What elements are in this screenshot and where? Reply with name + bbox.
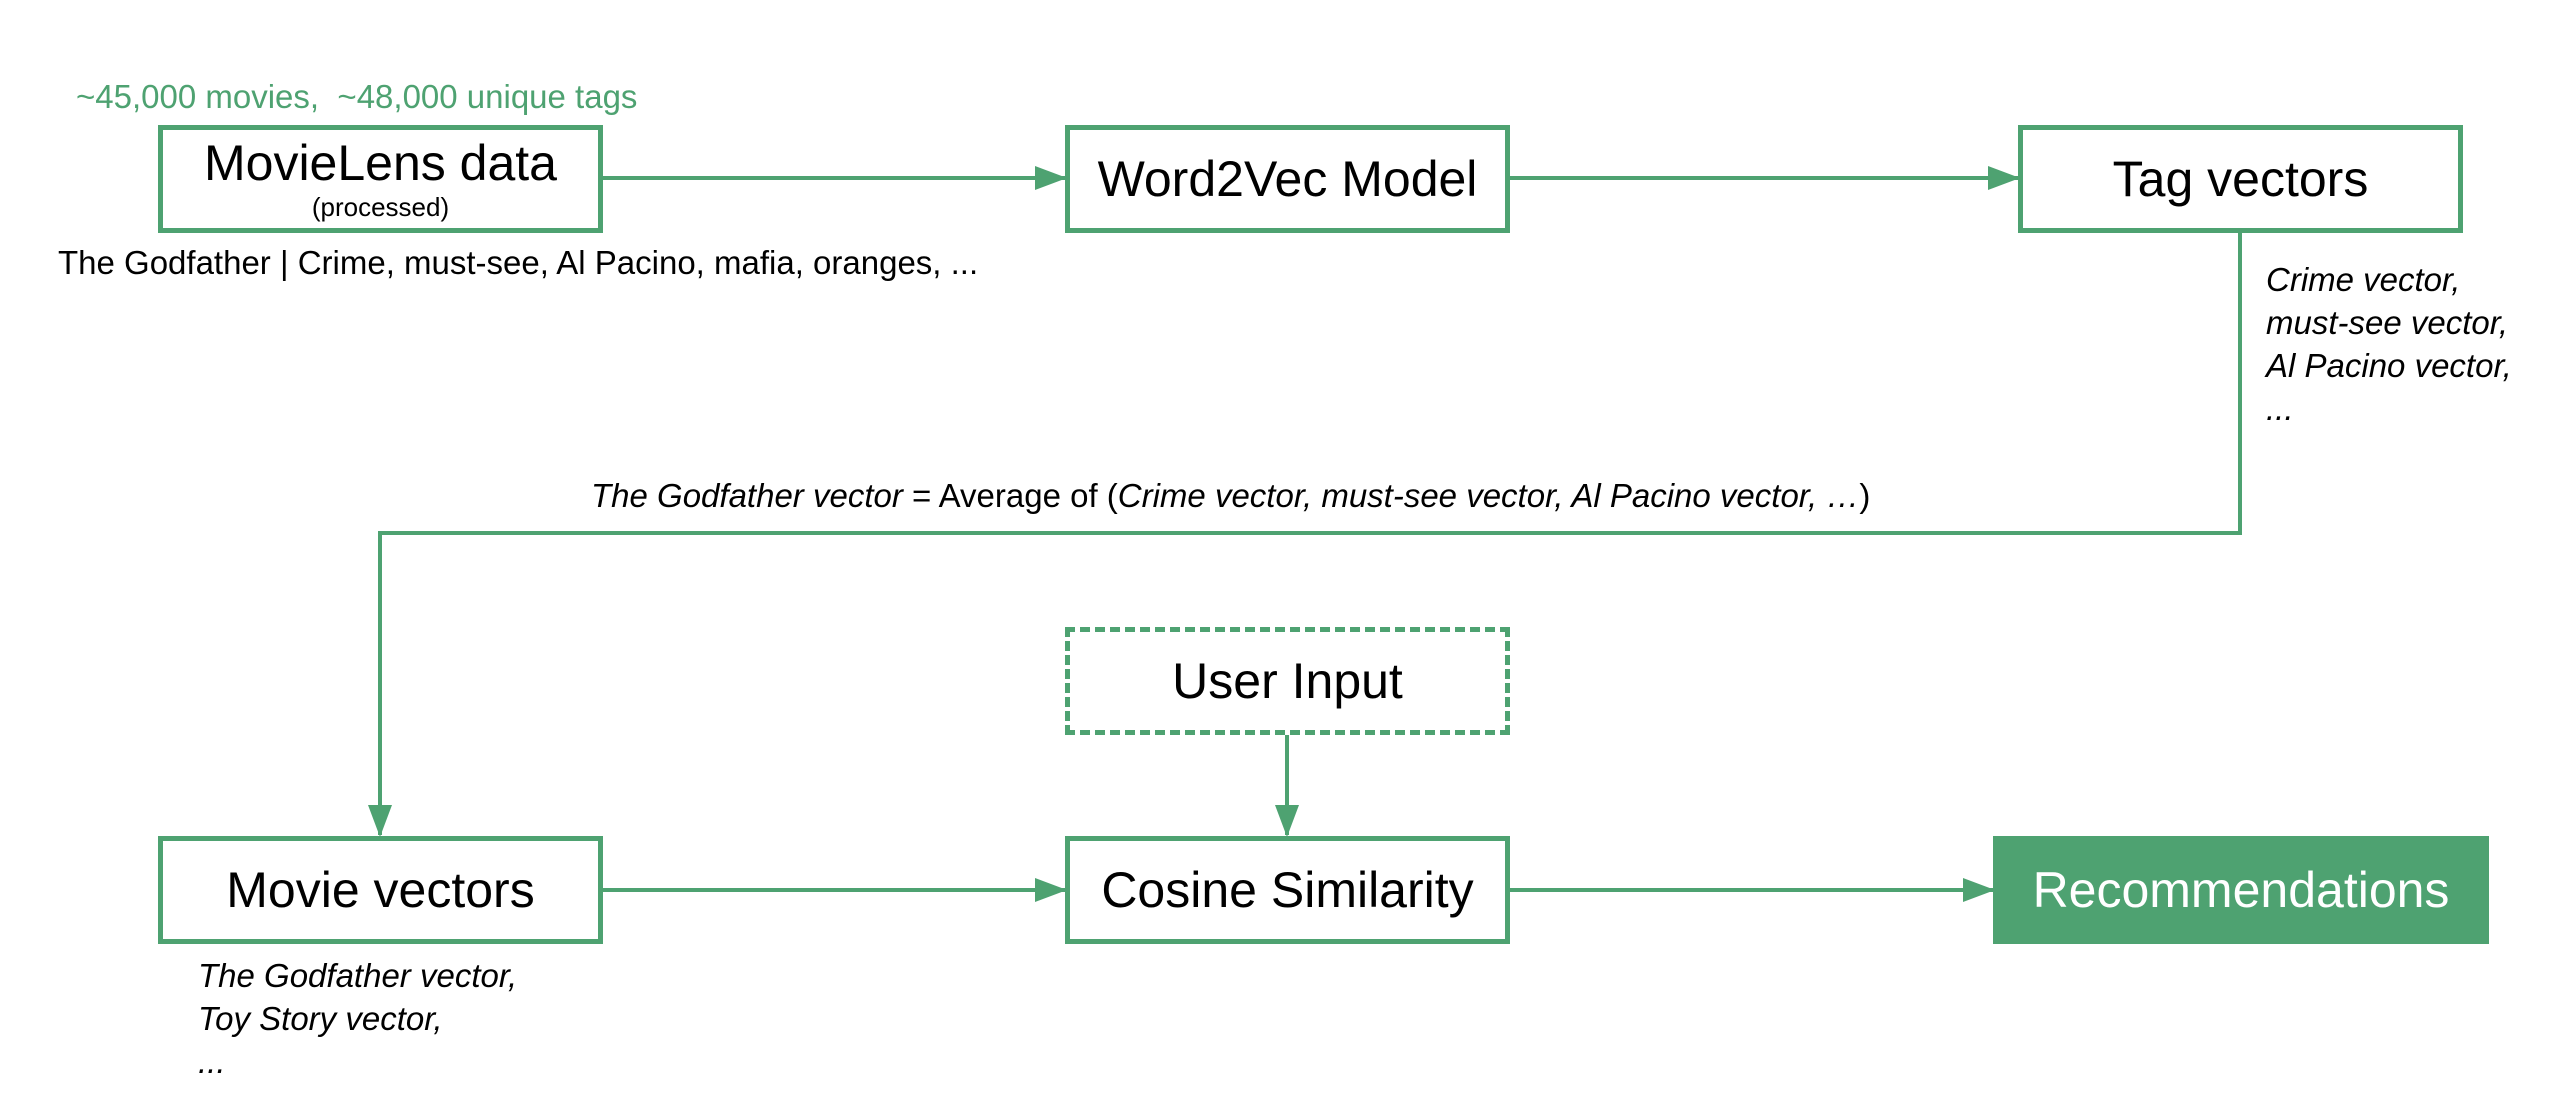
movielens-data-subtitle: (processed) bbox=[311, 192, 450, 223]
movie-vector-item: The Godfather vector, bbox=[198, 957, 518, 994]
recommendations-node: Recommendations bbox=[1993, 836, 2489, 944]
tag-vector-list: Crime vector, must-see vector, Al Pacino… bbox=[2266, 258, 2512, 430]
tag-vector-item: must-see vector, bbox=[2266, 304, 2509, 341]
tag-vectors-node: Tag vectors bbox=[2018, 125, 2463, 233]
formula-close: ) bbox=[1859, 477, 1871, 514]
tag-count: ~48,000 unique tags bbox=[337, 78, 638, 115]
cosine-similarity-title: Cosine Similarity bbox=[1101, 861, 1474, 918]
user-input-node: User Input bbox=[1065, 627, 1510, 735]
average-formula: The Godfather vector = Average of (Crime… bbox=[591, 477, 1870, 515]
movielens-data-node: MovieLens data (processed) bbox=[158, 125, 603, 233]
word2vec-model-title: Word2Vec Model bbox=[1097, 150, 1478, 207]
movie-count: ~45,000 movies, bbox=[76, 78, 320, 115]
recommendations-title: Recommendations bbox=[2032, 861, 2450, 918]
movie-vectors-node: Movie vectors bbox=[158, 836, 603, 944]
cosine-similarity-node: Cosine Similarity bbox=[1065, 836, 1510, 944]
movielens-data-title: MovieLens data bbox=[203, 135, 557, 192]
dataset-stats: ~45,000 movies, ~48,000 unique tags bbox=[76, 78, 637, 116]
tag-vector-item: Crime vector, bbox=[2266, 261, 2461, 298]
arrow-tag-vectors-to-movie-vectors bbox=[368, 232, 2242, 837]
user-input-title: User Input bbox=[1172, 652, 1403, 709]
formula-lhs: The Godfather vector bbox=[591, 477, 903, 514]
example-movie-tags: The Godfather | Crime, must-see, Al Paci… bbox=[58, 244, 979, 281]
tag-vectors-title: Tag vectors bbox=[2112, 150, 2369, 207]
tag-vector-item: ... bbox=[2266, 390, 2294, 427]
movie-vector-item: ... bbox=[198, 1043, 226, 1080]
tag-vector-item: Al Pacino vector, bbox=[2266, 347, 2512, 384]
word2vec-model-node: Word2Vec Model bbox=[1065, 125, 1510, 233]
formula-operator: = Average of ( bbox=[902, 477, 1118, 514]
movie-vector-list: The Godfather vector, Toy Story vector, … bbox=[198, 954, 517, 1083]
movie-vectors-title: Movie vectors bbox=[226, 861, 535, 918]
formula-args: Crime vector, must-see vector, Al Pacino… bbox=[1117, 477, 1860, 514]
movie-vector-item: Toy Story vector, bbox=[198, 1000, 443, 1037]
